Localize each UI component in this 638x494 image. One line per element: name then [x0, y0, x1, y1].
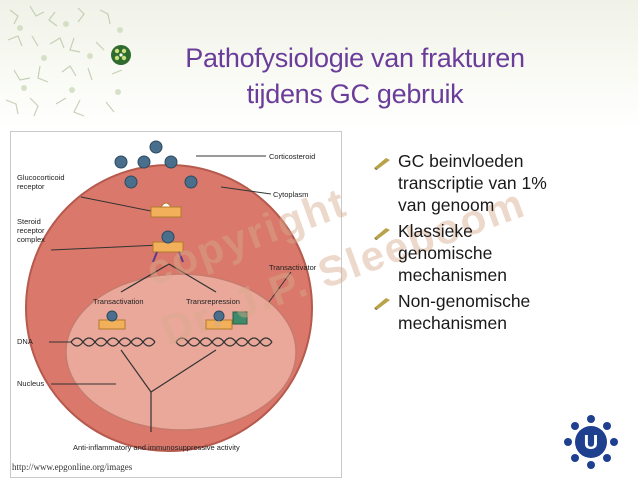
- label-gc-receptor-1: Glucocorticoid: [17, 173, 65, 182]
- label-transrepression: Transrepression: [186, 297, 240, 306]
- page-title: Pathofysiologie van frakturen tijdens GC…: [120, 40, 590, 112]
- label-corticosteroid: Corticosteroid: [269, 152, 315, 161]
- title-bullet-icon: [111, 45, 131, 65]
- bullet-list: GC beinvloeden transcriptie van 1% van g…: [372, 150, 612, 338]
- glucocorticoid-receptor: [150, 202, 182, 218]
- label-steroid-2: receptor: [17, 226, 45, 235]
- dna-helix-left: [70, 337, 156, 347]
- title-line-1: Pathofysiologie van frakturen: [185, 43, 525, 73]
- label-transactivation: Transactivation: [93, 297, 144, 306]
- bullet-text: Klassieke genomische mechanismen: [398, 221, 507, 285]
- label-transactivator: Transactivator: [269, 263, 317, 272]
- cell-diagram: Corticosteroid Glucocorticoid receptor C…: [17, 140, 317, 452]
- bullet-icon: [374, 298, 390, 310]
- decorative-pattern: [5, 5, 123, 117]
- bullet-item: Klassieke genomische mechanismen: [372, 220, 612, 286]
- label-steroid-3: complex: [17, 235, 45, 244]
- bullet-item: Non-genomische mechanismen: [372, 290, 612, 334]
- logo-letter: U: [584, 432, 598, 454]
- label-dna: DNA: [17, 337, 33, 346]
- transrepression-complex: [205, 310, 248, 330]
- steroid-receptor-complex: [152, 230, 184, 263]
- label-steroid-1: Steroid: [17, 217, 41, 226]
- label-gc-receptor-2: receptor: [17, 182, 45, 191]
- university-logo: U: [564, 415, 618, 469]
- transactivation-complex: [98, 310, 126, 330]
- label-cytoplasm: Cytoplasm: [273, 190, 308, 199]
- bullet-icon: [374, 228, 390, 240]
- bullet-icon: [374, 158, 390, 170]
- label-nucleus: Nucleus: [17, 379, 44, 388]
- corticosteroid-molecules: [114, 140, 198, 189]
- bullet-item: GC beinvloeden transcriptie van 1% van g…: [372, 150, 612, 216]
- pathophysiology-figure: Corticosteroid Glucocorticoid receptor C…: [10, 131, 342, 478]
- bullet-text: GC beinvloeden transcriptie van 1% van g…: [398, 151, 547, 215]
- dna-helix-right: [175, 337, 273, 347]
- title-line-2: tijdens GC gebruik: [246, 79, 464, 109]
- image-source-caption: http://www.epgonline.org/images: [12, 462, 133, 472]
- label-activity: Anti-inflammatory and immunosuppressive …: [73, 443, 240, 452]
- header-band: [0, 0, 638, 130]
- bullet-text: Non-genomische mechanismen: [398, 291, 531, 333]
